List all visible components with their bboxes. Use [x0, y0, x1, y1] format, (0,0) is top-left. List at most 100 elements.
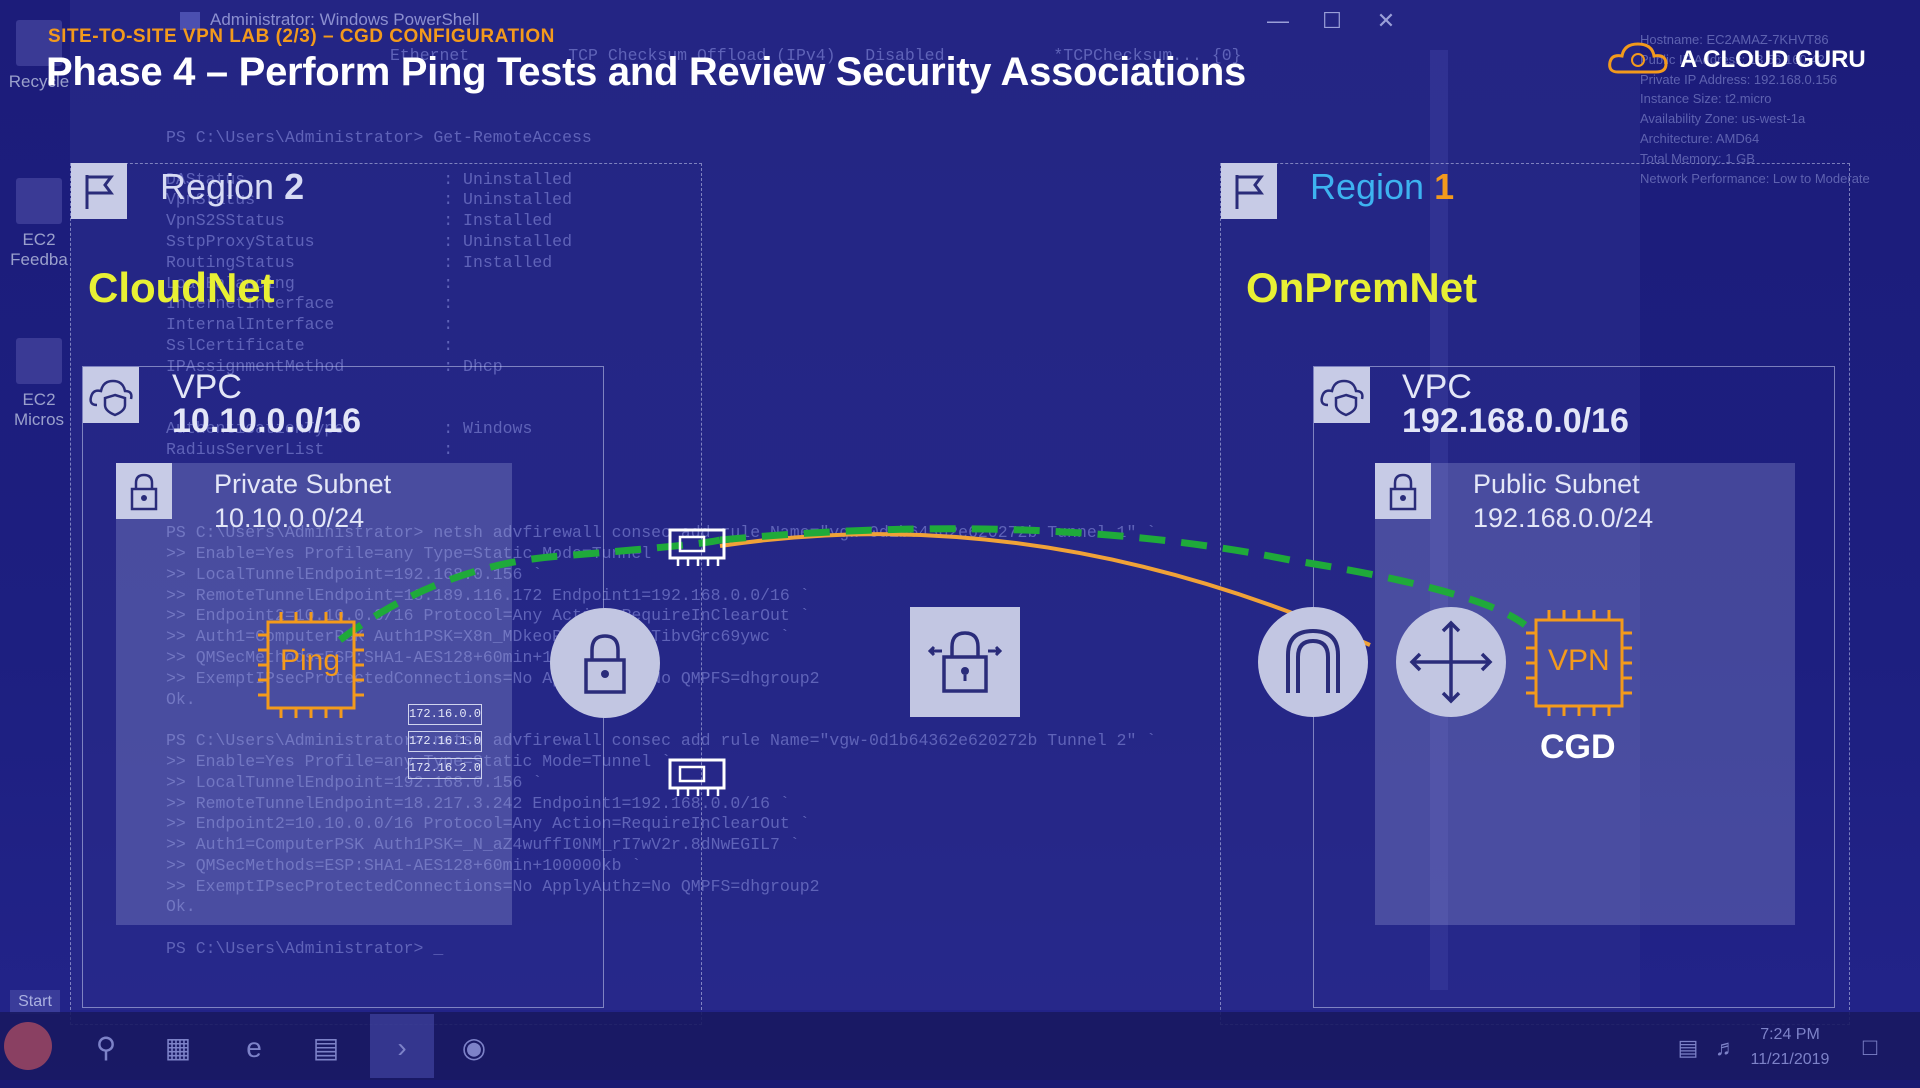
console-line: >> LocalTunnelEndpoint=192.168.0.156 `: [166, 564, 543, 584]
lock-icon: [116, 463, 172, 519]
region-2-label: Region 2: [160, 166, 304, 208]
flag-icon: [1221, 163, 1277, 219]
console-line: PS C:\Users\Administrator> Get-RemoteAcc…: [166, 128, 592, 147]
console-line: RoutingStatus : Installed: [166, 252, 553, 272]
console-line: >> LocalTunnelEndpoint=192.168.0.156 `: [166, 772, 543, 792]
console-scrollbar[interactable]: [1430, 50, 1448, 990]
vpn-gateway-icon: [910, 607, 1020, 717]
vpc-label: VPC: [1402, 368, 1472, 406]
minimize-button[interactable]: —: [1267, 8, 1289, 33]
task-view-icon[interactable]: ▦: [164, 1032, 192, 1063]
edge-icon[interactable]: e: [246, 1032, 262, 1063]
taskbar-clock[interactable]: 7:24 PM 11/21/2019: [1735, 1022, 1845, 1072]
q-app-icon: [16, 178, 62, 224]
slide-tag: SITE-TO-SITE VPN LAB (2/3) – CGD CONFIGU…: [48, 26, 555, 47]
clock-date: 11/21/2019: [1750, 1051, 1830, 1068]
lock-icon: [1375, 463, 1431, 519]
console-line: Ok.: [166, 689, 196, 709]
console-line: PS C:\Users\Administrator> _: [166, 939, 444, 959]
ping-path-line: [337, 536, 721, 643]
vpn-label: VPN: [1548, 644, 1610, 677]
powershell-titlebar[interactable]: Administrator: Windows PowerShell — ☐ ✕: [70, 0, 1640, 44]
search-icon[interactable]: ⚲: [95, 1032, 117, 1063]
network-card-icon: [664, 524, 730, 575]
console-line: InternetInterface :: [166, 294, 454, 314]
desktop-icon-label: EC2 Micros: [13, 390, 65, 429]
private-subnet-box: [116, 463, 512, 925]
desktop-icon-label: EC2 Feedba: [10, 230, 68, 269]
subnet-cidr: 192.168.0.0/24: [1473, 503, 1654, 533]
desktop-icon-ec2-microsoft[interactable]: EC2 Micros: [4, 338, 74, 430]
close-button[interactable]: ✕: [1376, 8, 1396, 33]
start-button[interactable]: Start: [10, 990, 60, 1014]
console-line: VpnS2SStatus : Installed: [166, 211, 553, 231]
app-icon[interactable]: ◉: [461, 1032, 487, 1063]
region-label-text: Region: [160, 166, 275, 207]
region-number: 2: [284, 166, 305, 207]
vpn-chip-icon: [1524, 608, 1634, 723]
desktop-icon-ec2-feedback[interactable]: EC2 Feedba: [4, 178, 74, 270]
ping-chip-icon: [256, 610, 366, 725]
console-line: SstpProxyStatus : Uninstalled: [166, 231, 572, 251]
vpc-cidr: 192.168.0.0/16: [1402, 402, 1629, 440]
console-line: >> QMSecMethods=ESP:SHA1-AES128+60min+10…: [166, 855, 642, 875]
console-line: RadiusServerList :: [166, 439, 454, 459]
maximize-button[interactable]: ☐: [1322, 8, 1342, 33]
route-table-row: 172.16.0.0: [408, 704, 482, 725]
console-line: >> Endpoint2=10.10.0.0/16 Protocol=Any A…: [166, 814, 810, 834]
console-header-fragment: Ethernet TCP Checksum Offload (IPv4) Dis…: [390, 46, 1242, 65]
subnet-name: Public Subnet: [1473, 469, 1640, 499]
console-line: >> Enable=Yes Profile=any Type=Static Mo…: [166, 751, 671, 771]
powershell-icon: [180, 12, 200, 30]
volume-icon[interactable]: ♬: [1715, 1035, 1737, 1060]
console-line: DAStatus : Uninstalled: [166, 169, 572, 189]
gateway-icon: [1258, 607, 1368, 717]
cloud-shield-icon: [83, 367, 139, 423]
sysinfo-line: Instance Size: t2.micro: [1640, 91, 1772, 107]
notification-icon[interactable]: □: [1862, 1034, 1878, 1061]
console-line: >> RemoteTunnelEndpoint=18.217.3.242 End…: [166, 793, 790, 813]
route-table-row: 172.16.2.0: [408, 758, 482, 779]
sysinfo-line: Network Performance: Low to Moderate: [1640, 170, 1870, 186]
network-tray-icon[interactable]: ▤: [1677, 1035, 1699, 1060]
onpremnet-label: OnPremNet: [1246, 264, 1478, 311]
ping-path-line: [719, 525, 1528, 628]
start-orb-icon[interactable]: [4, 1022, 52, 1070]
subnet-cidr: 10.10.0.0/24: [214, 503, 365, 533]
cloud-shield-icon: [1314, 367, 1370, 423]
cgd-label: CGD: [1540, 728, 1616, 766]
sysinfo-line: Public IP Address: 13.56.160.42: [1640, 51, 1825, 67]
folder-icon[interactable]: ▤: [312, 1032, 340, 1063]
console-line: AuthenticationType : Windows: [166, 419, 533, 439]
console-line: PS C:\Users\Administrator> netsh advfire…: [166, 731, 1157, 751]
sysinfo-line: Total Memory: 1 GB: [1640, 150, 1755, 166]
sysinfo-line: Private IP Address: 192.168.0.156: [1640, 71, 1838, 87]
powershell-icon: ›: [397, 1032, 407, 1063]
subnet-name: Private Subnet: [214, 469, 392, 499]
desktop-icon-recycle[interactable]: Recycle: [4, 20, 74, 92]
sysinfo-line: Availability Zone: us-west-1a: [1640, 111, 1806, 127]
router-icon: [1396, 607, 1506, 717]
console-line: VpnStatus : Uninstalled: [166, 190, 572, 210]
network-card-icon: [664, 754, 730, 805]
vpc-cidr: 10.10.0.0/16: [172, 402, 362, 440]
desktop-icon-label: Recycle: [8, 72, 70, 91]
taskbar: [0, 1012, 1920, 1080]
slide-title: Phase 4 – Perform Ping Tests and Review …: [46, 50, 1246, 94]
system-info-panel: Hostname: EC2AMAZ-7KHVT86 Public IP Addr…: [1640, 30, 1870, 188]
console-line: InternalInterface :: [166, 315, 454, 335]
vpc-label: VPC: [172, 368, 242, 406]
powershell-console[interactable]: PS C:\Users\Administrator> Get-RemoteAcc…: [166, 128, 1496, 1088]
box-app-icon: [16, 338, 62, 384]
console-line: >> RemoteTunnelEndpoint=18.189.116.172 E…: [166, 585, 810, 605]
powershell-taskbar-button[interactable]: [370, 1014, 434, 1078]
region-number: 1: [1434, 166, 1455, 207]
region-1-label: Region 1: [1310, 166, 1454, 208]
recycle-bin-icon: [16, 20, 62, 66]
console-line: >> Auth1=ComputerPSK Auth1PSK=_N_aZ4wuff…: [166, 835, 800, 855]
flag-icon: [71, 163, 127, 219]
clock-time: 7:24 PM: [1760, 1026, 1820, 1043]
route-table: 172.16.0.0 172.16.1.0 172.16.2.0: [408, 704, 482, 779]
console-line: >> ExemptIPsecProtectedConnections=No Ap…: [166, 876, 820, 896]
